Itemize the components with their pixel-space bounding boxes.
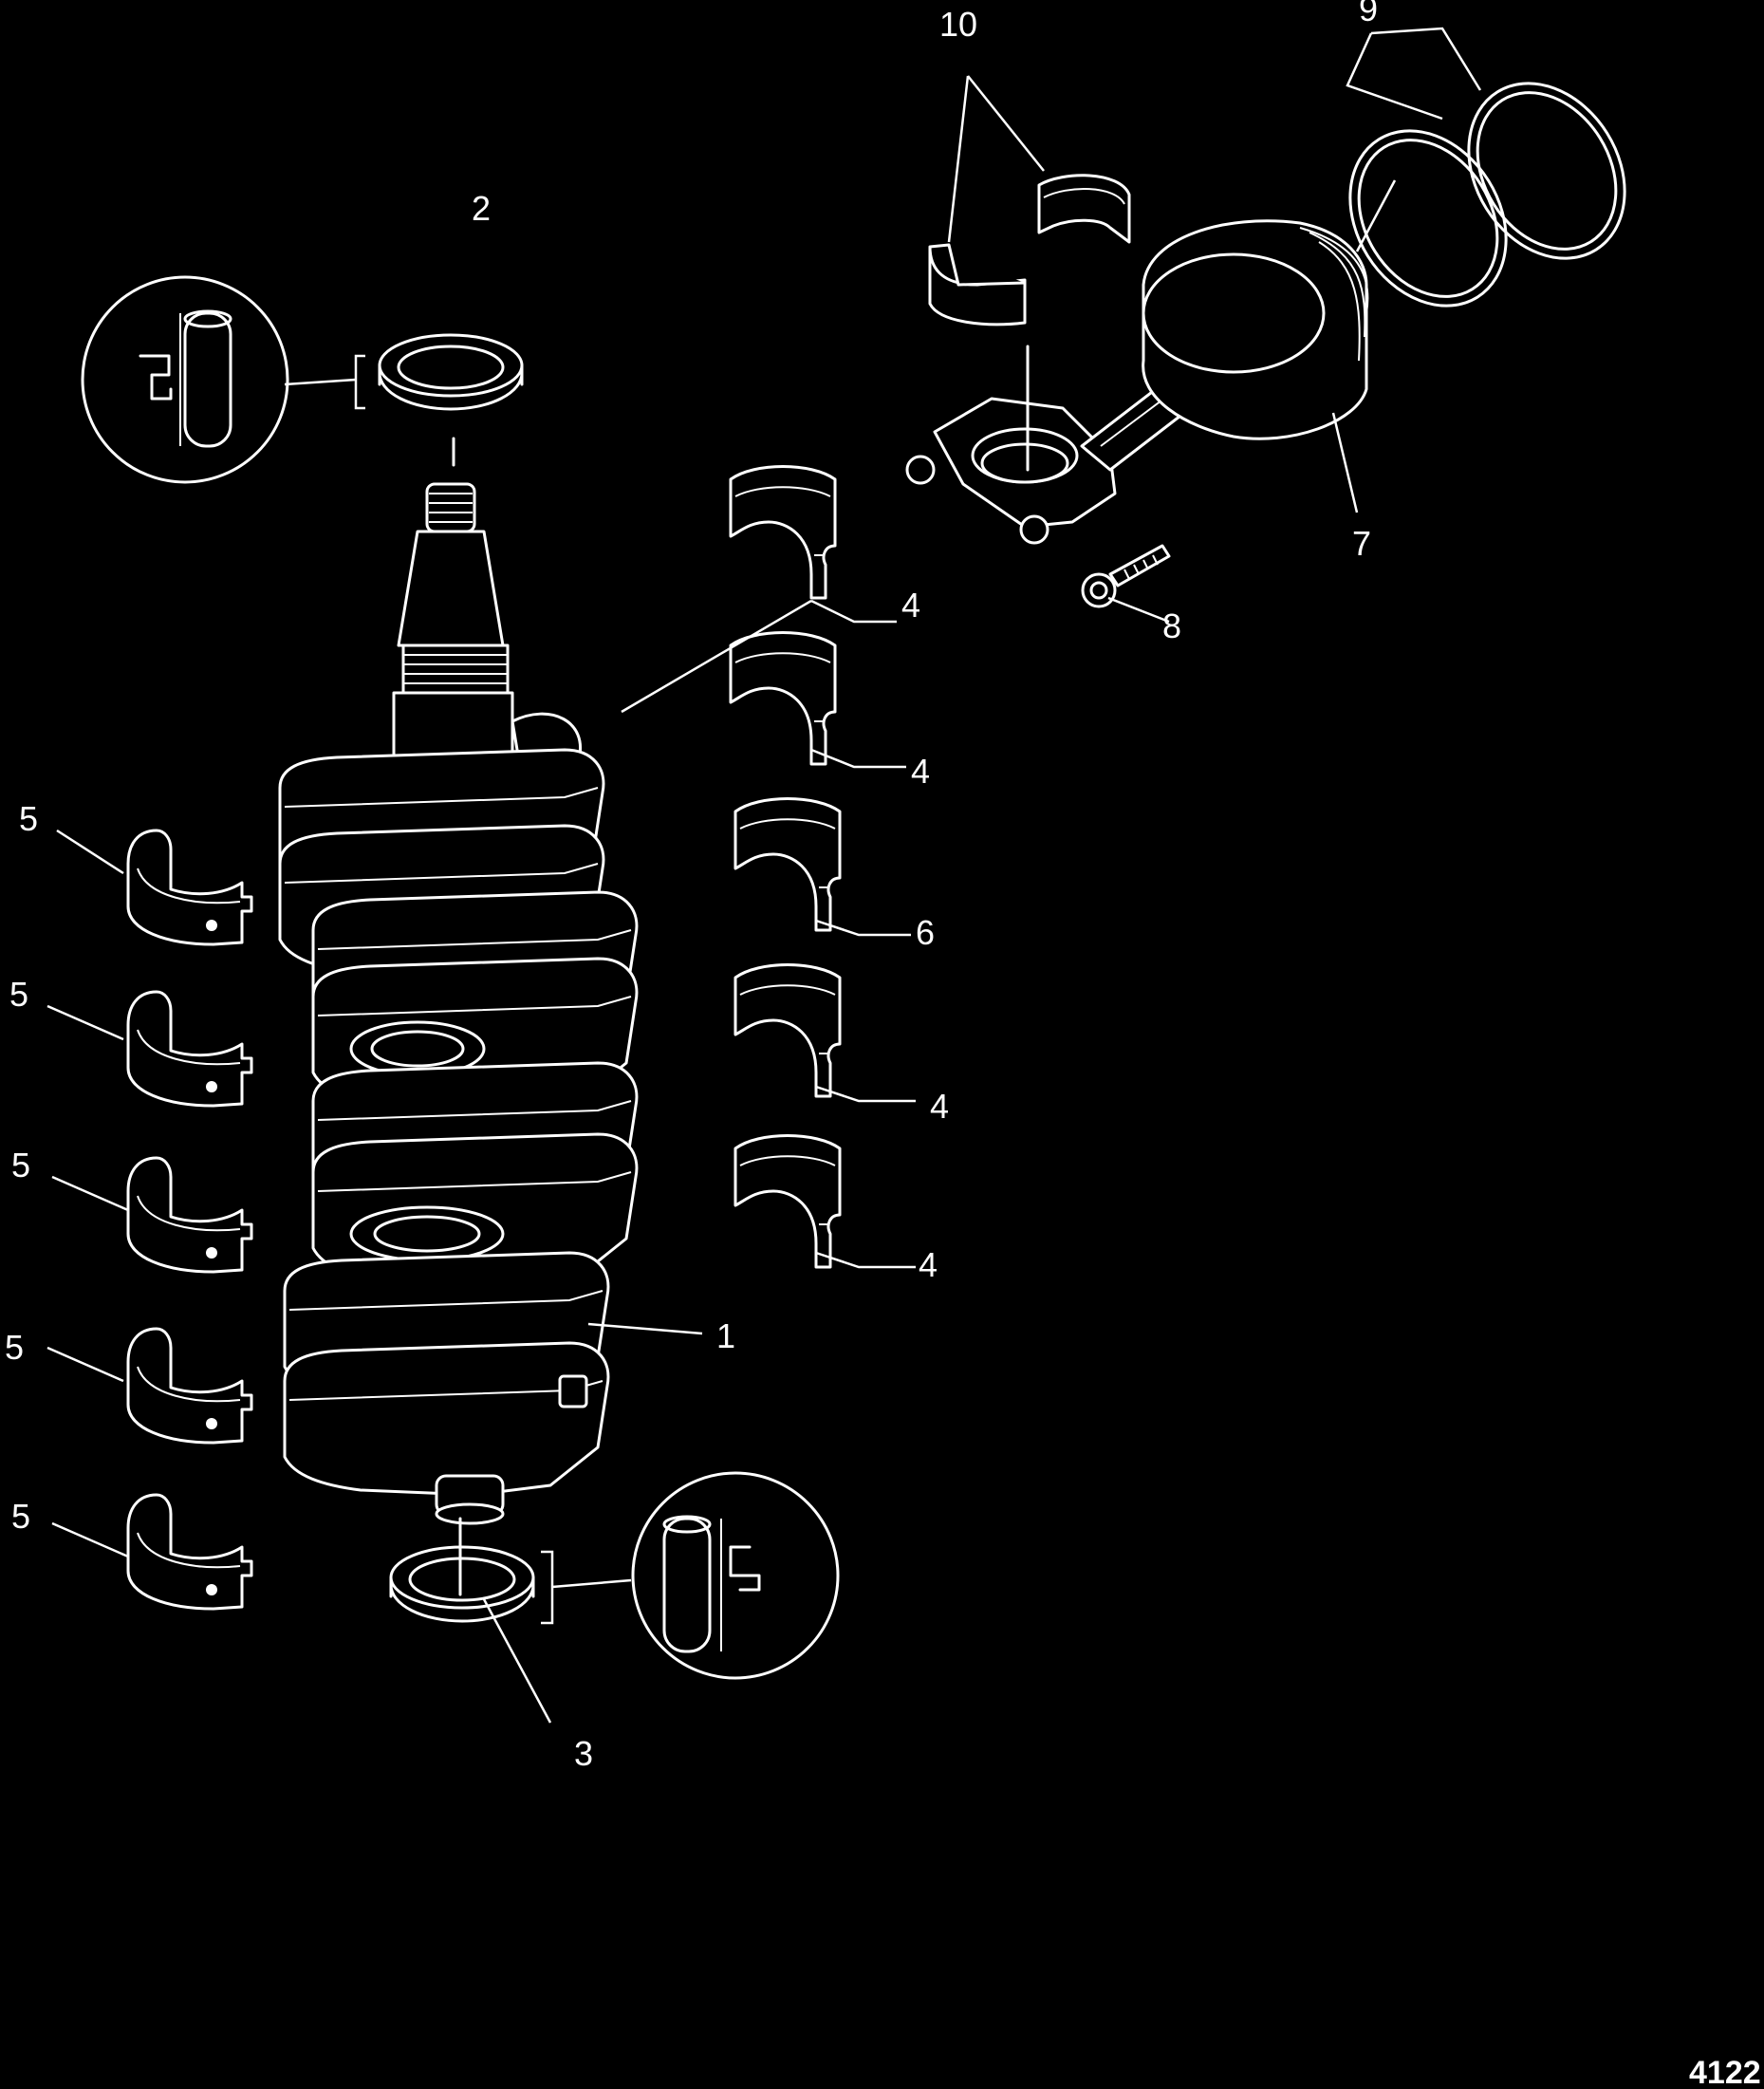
callout-4d: 4 <box>919 1245 938 1284</box>
rod-bearing-icon <box>928 75 1131 326</box>
callout-7: 7 <box>1352 524 1371 563</box>
callout-10: 10 <box>939 5 977 44</box>
upper-oil-seal-icon <box>284 333 524 467</box>
callout-1: 1 <box>716 1316 735 1355</box>
crankshaft-icon <box>278 482 639 1525</box>
piston-rod-assembly-icon <box>905 219 1369 545</box>
callout-5e: 5 <box>11 1497 30 1536</box>
callout-5c: 5 <box>11 1146 30 1184</box>
main-bearing-lower-icon <box>46 829 253 1611</box>
seal-orientation-detail-top <box>81 275 289 484</box>
lower-oil-seal-icon <box>389 1517 632 1625</box>
callout-4b: 4 <box>911 752 930 791</box>
callout-4a: 4 <box>901 586 920 625</box>
leader-3 <box>482 1598 552 1724</box>
callout-5a: 5 <box>19 799 38 838</box>
callout-3: 3 <box>574 1734 593 1773</box>
rod-bolt-icon <box>1081 544 1171 624</box>
callout-5b: 5 <box>9 975 28 1014</box>
leader-1 <box>587 1322 703 1335</box>
callout-8: 8 <box>1162 606 1181 645</box>
seal-orientation-detail-bottom <box>631 1471 840 1680</box>
callout-6: 6 <box>916 913 935 952</box>
figure-number: 4122 <box>1689 2055 1761 2089</box>
callout-5d: 5 <box>5 1328 24 1367</box>
main-bearing-icon <box>621 465 916 1269</box>
callout-9: 9 <box>1359 0 1378 28</box>
callout-2: 2 <box>472 189 491 228</box>
callout-4c: 4 <box>930 1087 949 1126</box>
thrust-bearing-icon <box>733 797 911 937</box>
piston-ring-icon <box>1346 27 1626 308</box>
